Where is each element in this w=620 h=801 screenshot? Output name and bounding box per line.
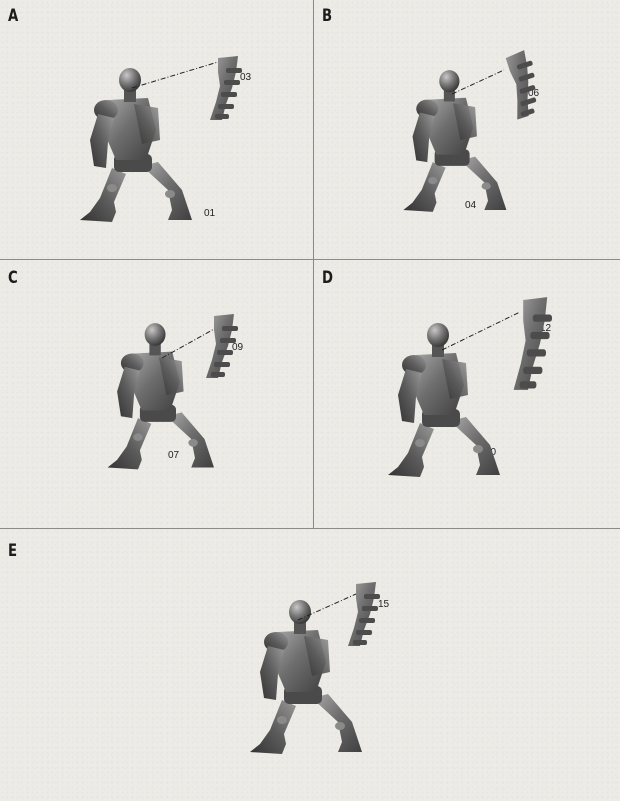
leader-line: [442, 312, 520, 350]
curved-arm-part-icon: [206, 314, 238, 378]
leader-line: [452, 70, 504, 94]
robot-figure-icon: [388, 323, 500, 477]
leader-line: [132, 62, 218, 88]
curved-arm-part-icon: [210, 56, 242, 120]
curved-arm-part-icon: [497, 49, 547, 120]
robot-figure-icon: [250, 600, 362, 754]
robot-figure-icon: [403, 70, 506, 212]
curved-arm-part-icon: [514, 297, 552, 390]
robot-figure-icon: [80, 68, 192, 222]
robot-figure-icon: [108, 323, 214, 469]
curved-arm-part-icon: [348, 582, 380, 646]
